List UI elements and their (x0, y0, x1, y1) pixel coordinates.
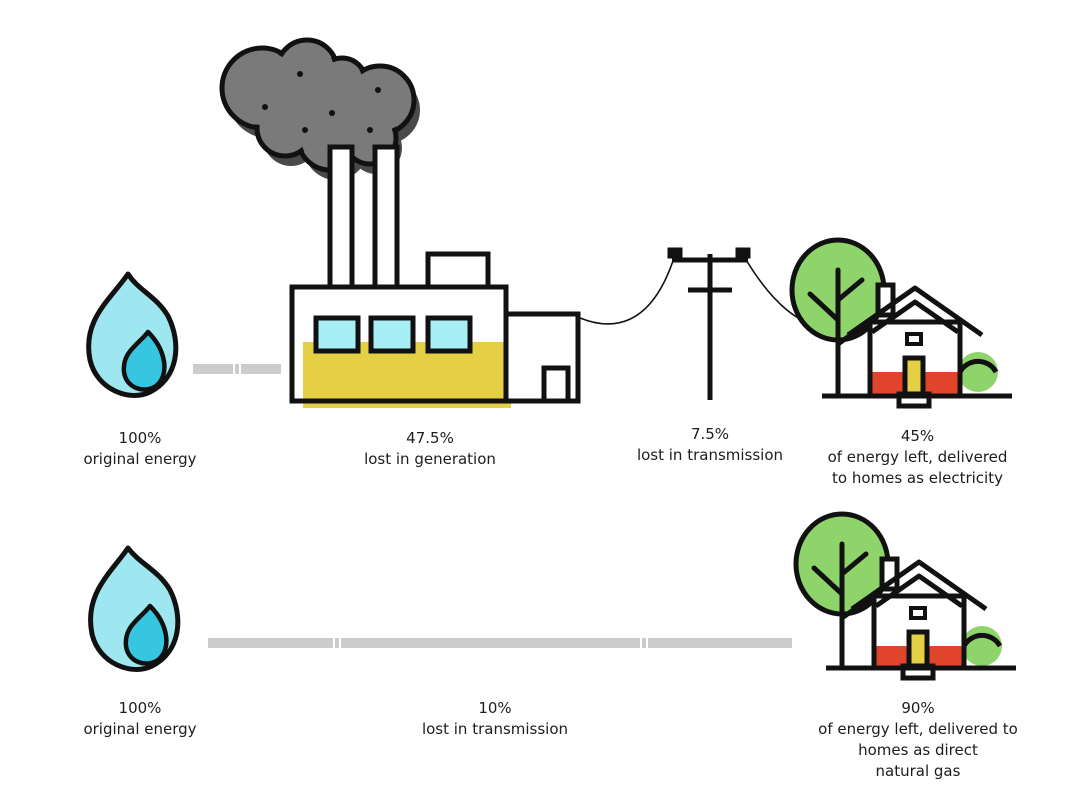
utility-pole-icon (667, 247, 751, 400)
percent-value: 47.5% (406, 429, 454, 447)
row1-transmission-label: 7.5% lost in transmission (625, 424, 795, 466)
smoke-cloud-icon (219, 37, 420, 180)
flame-icon (88, 545, 181, 672)
house-icon (793, 511, 1016, 681)
description-line-1: of energy left, delivered to (818, 720, 1018, 738)
description-line-2: homes as direct (858, 741, 978, 759)
description: lost in transmission (636, 446, 784, 464)
row2-delivered-label: 90% of energy left, delivered to homes a… (808, 698, 1028, 782)
flame-icon (86, 271, 179, 398)
row1-source-label: 100% original energy (70, 428, 210, 470)
row2-transmission-label: 10% lost in transmission (410, 698, 580, 740)
description-line-3: natural gas (875, 762, 961, 780)
percent-value: 100% (118, 699, 162, 717)
description-line-1: of energy left, delivered (827, 448, 1008, 466)
row2-source-label: 100% original energy (70, 698, 210, 740)
description: lost in generation (364, 450, 496, 468)
house-icon (789, 237, 1012, 409)
percent-value: 100% (118, 429, 162, 447)
percent-value: 45% (900, 427, 935, 445)
percent-value: 10% (478, 699, 512, 717)
percent-value: 90% (901, 699, 935, 717)
description: original energy (83, 450, 197, 468)
percent-value: 7.5% (690, 425, 730, 443)
row1-delivered-label: 45% of energy left, delivered to homes a… (815, 426, 1020, 489)
description-line-2: to homes as electricity (832, 469, 1003, 487)
row1-generation-label: 47.5% lost in generation (350, 428, 510, 470)
gas-pipe (193, 358, 281, 380)
gas-pipe (208, 632, 792, 654)
power-plant-icon (289, 144, 581, 408)
description: lost in transmission (421, 720, 569, 738)
description: original energy (83, 720, 197, 738)
